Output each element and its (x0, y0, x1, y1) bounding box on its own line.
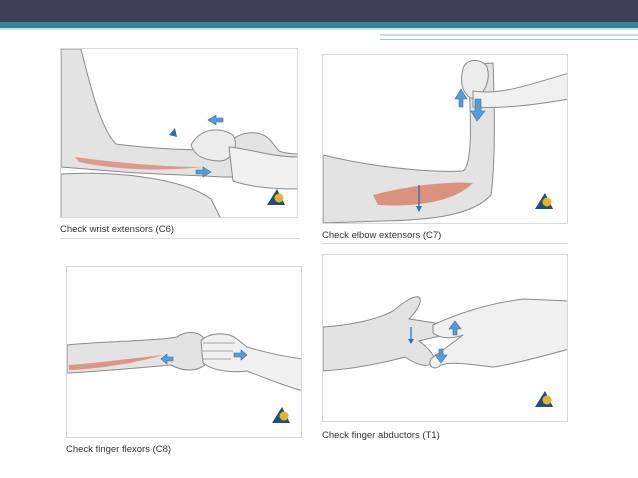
caption-rule (60, 238, 300, 239)
arrow-icon (448, 320, 462, 336)
header-light-stripe (0, 28, 638, 30)
figure-elbow-extensors (322, 54, 568, 224)
header-bar (0, 0, 638, 22)
caption-elbow-extensors: Check elbow extensors (C7) (322, 230, 442, 241)
header-accent-stripe (0, 22, 638, 28)
logo-icon (535, 391, 553, 407)
logo-icon (267, 189, 285, 205)
figure-finger-flexors (66, 266, 302, 438)
header-rule (380, 39, 638, 40)
caption-wrist-extensors: Check wrist extensors (C6) (60, 224, 175, 235)
finger-flexor-illustration (67, 332, 301, 423)
caption-rule (322, 243, 568, 244)
arrow-icon (160, 353, 174, 365)
arrow-icon (207, 114, 224, 126)
arrow-icon (454, 88, 468, 108)
finger-abductor-illustration (323, 296, 567, 407)
arrow-icon (434, 348, 448, 364)
caption-finger-flexors: Check finger flexors (C8) (66, 444, 172, 455)
logo-icon (272, 407, 290, 423)
wrist-illustration (61, 49, 297, 217)
figure-finger-abductors (322, 254, 568, 422)
arrow-icon (195, 166, 212, 178)
arrow-icon (470, 98, 486, 122)
figure-wrist-extensors (60, 48, 298, 218)
elbow-illustration (323, 60, 567, 223)
logo-icon (535, 193, 553, 209)
caption-finger-abductors: Check finger abductors (T1) (322, 430, 440, 441)
header-rule (380, 34, 638, 36)
arrow-icon (233, 349, 248, 361)
